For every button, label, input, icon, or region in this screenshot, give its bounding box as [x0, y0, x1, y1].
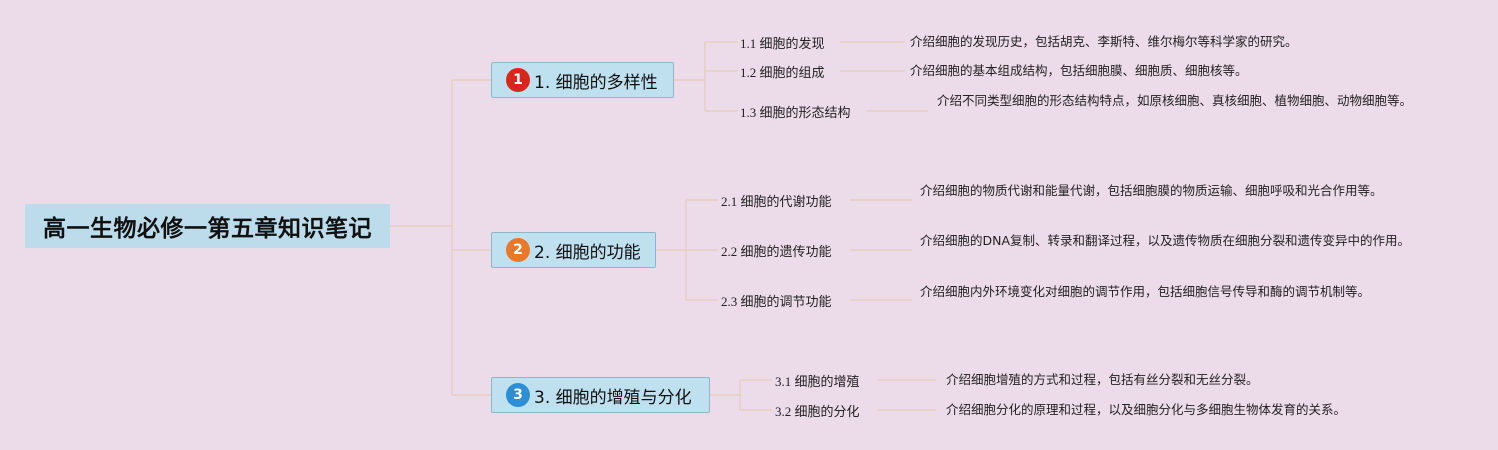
subtopic-1-2[interactable]: 1.2 细胞的组成: [740, 65, 825, 80]
priority-1-icon: 1: [506, 68, 530, 92]
subtopic-1-3[interactable]: 1.3 细胞的形态结构: [740, 105, 851, 120]
branch-topic-3[interactable]: 3 3. 细胞的增殖与分化: [491, 377, 710, 413]
branch-label: 1. 细胞的多样性: [534, 72, 658, 93]
subtopic-3-1[interactable]: 3.1 细胞的增殖: [775, 374, 860, 389]
root-topic[interactable]: 高一生物必修一第五章知识笔记: [25, 204, 390, 248]
description-2-1[interactable]: 介绍细胞的物质代谢和能量代谢，包括细胞膜的物质运输、细胞呼吸和光合作用等。: [920, 183, 1383, 198]
description-1-2[interactable]: 介绍细胞的基本组成结构，包括细胞膜、细胞质、细胞核等。: [910, 63, 1248, 78]
subtopic-2-2[interactable]: 2.2 细胞的遗传功能: [721, 244, 832, 259]
description-3-2[interactable]: 介绍细胞分化的原理和过程，以及细胞分化与多细胞生物体发育的关系。: [946, 402, 1347, 417]
priority-2-icon: 2: [506, 238, 530, 262]
description-3-1[interactable]: 介绍细胞增殖的方式和过程，包括有丝分裂和无丝分裂。: [946, 372, 1259, 387]
subtopic-3-2[interactable]: 3.2 细胞的分化: [775, 404, 860, 419]
subtopic-2-1[interactable]: 2.1 细胞的代谢功能: [721, 194, 832, 209]
branch-label: 2. 细胞的功能: [534, 242, 641, 263]
subtopic-1-1[interactable]: 1.1 细胞的发现: [740, 36, 825, 51]
branch-label: 3. 细胞的增殖与分化: [534, 387, 692, 408]
branch-topic-1[interactable]: 1 1. 细胞的多样性: [491, 62, 674, 98]
description-1-3[interactable]: 介绍不同类型细胞的形态结构特点，如原核细胞、真核细胞、植物细胞、动物细胞等。: [937, 93, 1413, 108]
description-2-3[interactable]: 介绍细胞内外环境变化对细胞的调节作用，包括细胞信号传导和酶的调节机制等。: [920, 284, 1371, 299]
priority-3-icon: 3: [506, 383, 530, 407]
subtopic-2-3[interactable]: 2.3 细胞的调节功能: [721, 294, 832, 309]
description-1-1[interactable]: 介绍细胞的发现历史，包括胡克、李斯特、维尔梅尔等科学家的研究。: [910, 34, 1298, 49]
branch-topic-2[interactable]: 2 2. 细胞的功能: [491, 232, 656, 268]
description-2-2[interactable]: 介绍细胞的DNA复制、转录和翻译过程，以及遗传物质在细胞分裂和遗传变异中的作用。: [920, 233, 1411, 248]
